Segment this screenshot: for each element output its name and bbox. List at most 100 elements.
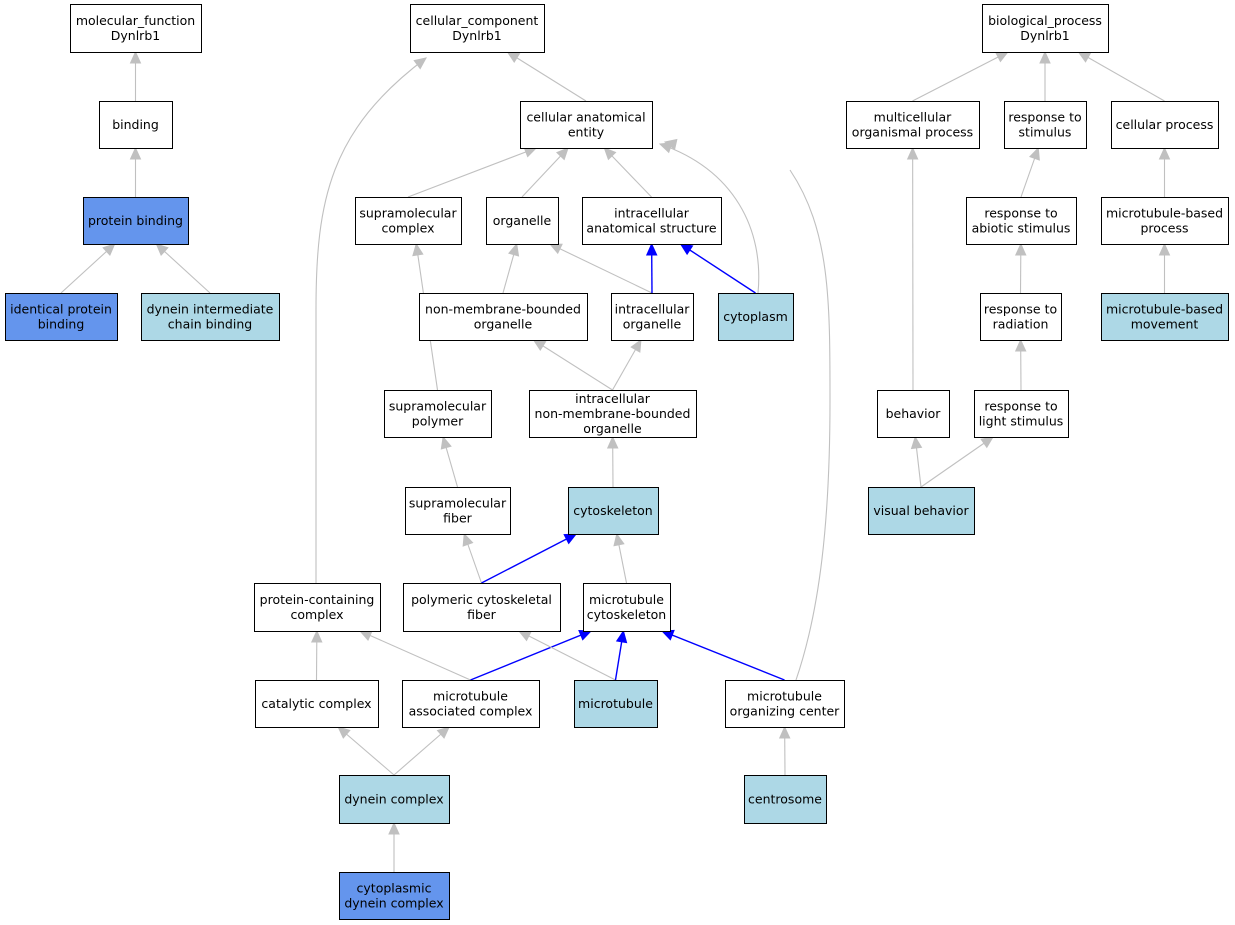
node-cp-label: cellular process (1116, 117, 1214, 132)
node-identical-protein-binding-box (5, 293, 118, 341)
node-visual-behavior[interactable]: visual behavior (868, 487, 975, 535)
edge-rts-to-bp-arrowhead (1039, 50, 1051, 64)
node-protein-binding[interactable]: protein binding (83, 197, 189, 245)
node-pcf-label: fiber (467, 607, 496, 622)
node-microtubule[interactable]: microtubule (574, 680, 658, 728)
node-dynein-complex[interactable]: dynein complex (339, 775, 450, 824)
edge-pcc-to-cc (315, 57, 427, 584)
node-catalytic-complex-label: catalytic complex (261, 696, 371, 711)
edge-centrosome-to-mtoc-arrowhead (778, 725, 791, 739)
node-cytoplasm[interactable]: cytoplasm (718, 293, 794, 341)
node-bp-box (982, 4, 1109, 53)
edge-mop-to-bp-line (912, 51, 1009, 102)
edge-dynein-complex-to-mtac (393, 726, 450, 776)
edge-identical-protein-binding-to-protein-binding-arrowhead (102, 243, 116, 257)
edge-io-to-ias (645, 242, 658, 294)
edge-dynein-ic-binding-to-protein-binding-line (155, 243, 211, 294)
node-protein-binding-box (83, 197, 189, 245)
node-rtls-label: light stimulus (979, 414, 1064, 429)
edges-layer (60, 50, 1171, 872)
node-cytoskeleton[interactable]: cytoskeleton (568, 487, 659, 535)
node-bp-label: Dynlrb1 (1020, 28, 1069, 43)
edge-visual-behavior-to-rtls-arrowhead (980, 436, 994, 449)
node-mf-box (70, 4, 202, 53)
node-mtbm-label: microtubule-based (1106, 302, 1223, 317)
edge-mt-cytoskeleton-to-cytoskeleton (613, 532, 628, 584)
node-cytoskeleton-box (568, 487, 659, 535)
node-behavior[interactable]: behavior (877, 390, 950, 438)
node-ias-label: anatomical structure (586, 221, 716, 236)
node-cp[interactable]: cellular process (1111, 101, 1219, 149)
edge-microtubule-to-mt-cytoskeleton (614, 629, 628, 681)
node-catalytic-complex[interactable]: catalytic complex (255, 680, 379, 728)
node-mf-label: Dynlrb1 (111, 28, 160, 43)
edge-cdc-to-dynein-complex (388, 821, 400, 872)
edge-dynein-ic-binding-to-protein-binding-arrowhead (155, 243, 169, 257)
node-pcc-label: complex (291, 607, 344, 622)
edge-mtbp-to-cp (1158, 146, 1171, 197)
edge-rtls-to-rtr (1014, 338, 1027, 391)
edge-microtubule-to-pcf (517, 630, 616, 681)
edge-mtbp-to-cp-arrowhead (1158, 146, 1171, 160)
edge-sm-fiber-to-sm-polymer-arrowhead (440, 435, 452, 450)
edge-mtoc-to-mt-cytoskeleton-line (661, 630, 785, 681)
edge-visual-behavior-to-behavior-arrowhead (910, 435, 923, 450)
node-dynein-complex-box (339, 775, 450, 824)
node-centrosome[interactable]: centrosome (744, 775, 827, 824)
node-centrosome-label: centrosome (748, 792, 822, 807)
edge-ras-to-rts-arrowhead (1029, 146, 1040, 161)
edge-cytoplasm-to-cae-line (659, 143, 760, 294)
node-rtr-box (980, 293, 1062, 341)
edge-inmbo-to-nmbo-line (533, 339, 613, 391)
node-dynein-complex-label: dynein complex (344, 792, 443, 807)
node-inmbo[interactable]: intracellularnon-membrane-boundedorganel… (529, 390, 697, 438)
node-mtbm-label: movement (1131, 317, 1199, 332)
node-mtac-label: microtubule (433, 689, 508, 704)
node-cc-label: Dynlrb1 (452, 28, 501, 43)
node-io-label: intracellular (615, 302, 691, 317)
edge-rtr-to-ras-arrowhead (1014, 242, 1027, 256)
node-ras-label: abiotic stimulus (972, 221, 1071, 236)
edge-cdc-to-dynein-complex-arrowhead (388, 821, 400, 835)
node-cytoplasm-box (718, 293, 794, 341)
edge-rtls-to-rtr-arrowhead (1014, 338, 1027, 352)
edge-mtbm-to-mtbp-arrowhead (1158, 242, 1171, 256)
edge-catalytic-complex-to-pcc (310, 629, 323, 681)
node-cc-box (410, 4, 545, 53)
node-cae-label: cellular anatomical (526, 110, 645, 125)
node-nmbo-label: non-membrane-bounded (425, 302, 581, 317)
node-rts-label: stimulus (1019, 125, 1072, 140)
edge-catalytic-complex-to-pcc-arrowhead (310, 629, 323, 643)
node-organelle[interactable]: organelle (486, 197, 559, 245)
node-visual-behavior-box (868, 487, 975, 535)
node-io-box (611, 293, 694, 341)
node-binding[interactable]: binding (99, 101, 173, 149)
node-rts-label: response to (1008, 110, 1081, 125)
node-rtls-box (974, 390, 1069, 438)
